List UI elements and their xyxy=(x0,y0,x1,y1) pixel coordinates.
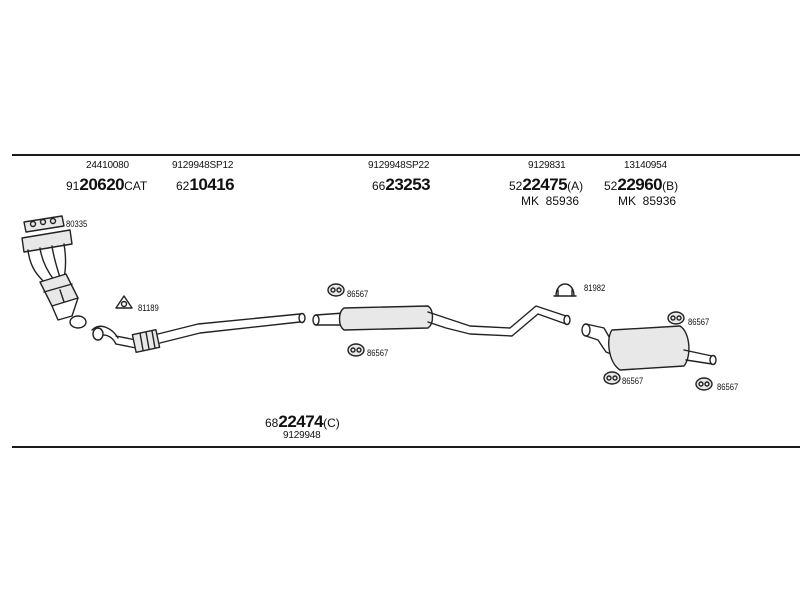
front-pipe-part xyxy=(91,312,306,353)
callout-hanger-front-bottom: 86567 xyxy=(367,348,389,358)
label-rear-a-mk: MK 85936 xyxy=(521,194,580,208)
top-rule xyxy=(12,154,800,156)
label-rear-a-oe: 9129831 xyxy=(528,160,566,171)
label-catalyst-part: 9120620CAT xyxy=(66,175,148,194)
flange-gasket-part xyxy=(115,295,133,309)
label-exhaust-pipe-oe: 9129948 xyxy=(283,430,321,441)
label-rear-a-part: 5222475(A) xyxy=(509,175,584,194)
manifold-catalyst-part xyxy=(21,229,87,329)
label-middle-silencer-oe: 9129948SP22 xyxy=(368,160,430,171)
label-exhaust-pipe-part: 6822474(C) xyxy=(265,412,340,431)
manifold-gasket-part xyxy=(23,215,65,233)
callout-hanger-rear-top: 86567 xyxy=(688,317,710,327)
label-catalyst-oe: 24410080 xyxy=(86,160,129,171)
hanger-rear-bottom-left-part xyxy=(603,371,621,385)
clamp-part xyxy=(553,283,577,297)
label-front-pipe-oe: 9129948SP12 xyxy=(172,160,234,171)
middle-silencer-part xyxy=(312,305,571,337)
callout-hanger-rear-bottom-left: 86567 xyxy=(622,376,644,386)
bottom-rule xyxy=(12,446,800,448)
label-middle-silencer-part: 6623253 xyxy=(372,175,431,194)
hanger-rear-top-part xyxy=(667,311,685,325)
callout-clamp: 81982 xyxy=(584,283,606,293)
hanger-front-bottom-part xyxy=(347,343,365,357)
label-front-pipe-part: 6210416 xyxy=(176,175,235,194)
callout-flange-gasket: 81189 xyxy=(138,303,159,313)
callout-hanger-front-top: 86567 xyxy=(347,289,369,299)
hanger-front-top-part xyxy=(327,283,345,297)
label-rear-b-part: 5222960(B) xyxy=(604,175,679,194)
callout-hanger-rear-bottom-right: 86567 xyxy=(717,382,739,392)
label-rear-b-mk: MK 85936 xyxy=(618,194,677,208)
hanger-rear-bottom-right-part xyxy=(695,377,713,391)
callout-manifold-gasket: 80335 xyxy=(66,219,88,229)
label-rear-b-oe: 13140954 xyxy=(624,160,667,171)
rear-silencer-part xyxy=(581,323,717,371)
